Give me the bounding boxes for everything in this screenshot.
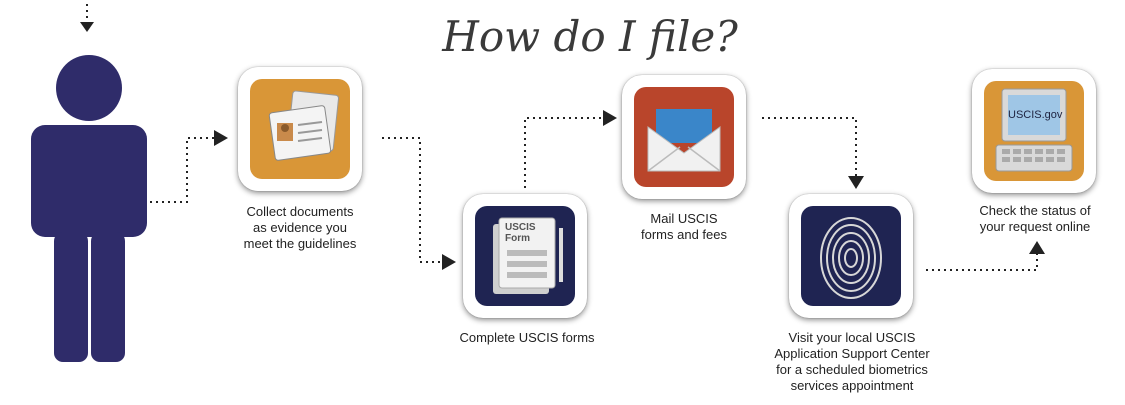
form-label: USCIS Form: [505, 222, 536, 244]
arrow-mail-to-biometrics: [762, 117, 857, 176]
step-caption-forms: Complete USCIS forms: [459, 330, 595, 345]
screen-url: USCIS.gov: [1008, 109, 1063, 121]
arrowhead-mail: [603, 110, 617, 126]
arrowhead-status: [1029, 241, 1045, 254]
documents-tile: [238, 67, 362, 191]
arrow-person-to-documents: [150, 137, 216, 203]
arrow-biometrics-to-status: [926, 252, 1038, 271]
mail-tile: [622, 75, 746, 199]
arrowhead-biometrics: [848, 176, 864, 189]
arrowhead-documents: [214, 130, 228, 146]
entry-arrowhead: [80, 22, 94, 32]
documents-icon: [268, 90, 340, 161]
arrow-documents-to-forms: [382, 137, 444, 263]
step-caption-mail: Mail USCIS forms and fees: [641, 211, 727, 242]
arrow-forms-to-mail: [524, 117, 604, 188]
step-caption-documents: Collect documents as evidence you meet t…: [243, 204, 357, 251]
step-caption-biometrics: Visit your local USCIS Application Suppo…: [774, 330, 930, 393]
uscis-form-icon: [493, 217, 563, 294]
status-tile: USCIS.gov: [972, 69, 1096, 193]
connector-arrows: [86, 4, 1038, 271]
arrowhead-forms: [442, 254, 456, 270]
envelope-icon: [647, 109, 721, 172]
computer-icon: [995, 88, 1073, 172]
step-caption-status: Check the status of your request online: [979, 203, 1091, 234]
person-icon: [31, 55, 147, 362]
arrowheads: [80, 22, 1045, 270]
biometrics-tile: [789, 194, 913, 318]
forms-tile: USCIS Form: [463, 194, 587, 318]
fingerprint-icon: [820, 217, 882, 299]
page-title: How do I file?: [442, 12, 738, 61]
